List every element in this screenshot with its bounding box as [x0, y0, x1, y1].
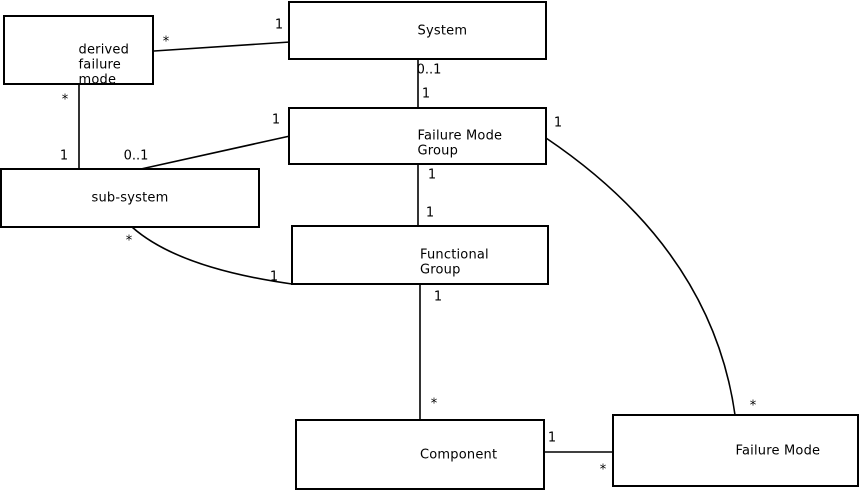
multiplicity-system-fmg-zero-one: 0..1	[416, 62, 442, 78]
multiplicity-fmg-fm-star: *	[749, 398, 757, 414]
multiplicity-fmg-fg-one-lower: 1	[425, 205, 435, 221]
multiplicity-derived-subsystem-one: 1	[59, 148, 69, 164]
association-curve-fmg-fm	[545, 137, 736, 416]
node-sub-system-label: sub-system	[91, 190, 169, 206]
node-derived-failure-mode-label: derived failure mode	[78, 42, 130, 88]
node-component-label: Component	[420, 447, 498, 462]
multiplicity-fg-component-one: 1	[433, 289, 443, 305]
node-component: Component	[295, 419, 545, 490]
multiplicity-derived-system-one: 1	[274, 17, 284, 33]
multiplicity-system-fmg-one: 1	[421, 86, 431, 102]
multiplicity-fmg-fg-one-upper: 1	[427, 167, 437, 183]
association-curve-subsystem-fg	[131, 226, 293, 285]
node-failure-mode: Failure Mode	[612, 414, 859, 487]
multiplicity-derived-subsystem-star: *	[61, 92, 69, 108]
node-failure-mode-label: Failure Mode	[735, 443, 821, 458]
node-functional-group-label: Functional Group	[420, 247, 489, 278]
multiplicity-derived-system-star: *	[162, 34, 170, 50]
node-failure-mode-group-label: Failure Mode Group	[417, 128, 503, 159]
node-system-label: System	[417, 23, 468, 38]
node-functional-group: Functional Group	[291, 225, 549, 285]
association-line-derived-system	[153, 41, 291, 52]
node-sub-system: sub-system	[0, 168, 260, 228]
multiplicity-subsystem-fmg-zero-one: 0..1	[123, 148, 149, 164]
multiplicity-component-fm-one: 1	[547, 430, 557, 446]
multiplicity-subsystem-fg-star: *	[125, 233, 133, 249]
multiplicity-fg-component-star: *	[430, 396, 438, 412]
multiplicity-subsystem-fg-one: 1	[269, 269, 279, 285]
node-system: System	[288, 1, 547, 60]
node-derived-failure-mode: derived failure mode	[3, 15, 154, 88]
multiplicity-component-fm-star: *	[599, 462, 607, 478]
association-line-fmg-subsystem	[140, 135, 291, 170]
multiplicity-fmg-fm-one: 1	[553, 115, 563, 131]
node-failure-mode-group: Failure Mode Group	[288, 107, 547, 165]
multiplicity-subsystem-fmg-one: 1	[271, 112, 281, 128]
